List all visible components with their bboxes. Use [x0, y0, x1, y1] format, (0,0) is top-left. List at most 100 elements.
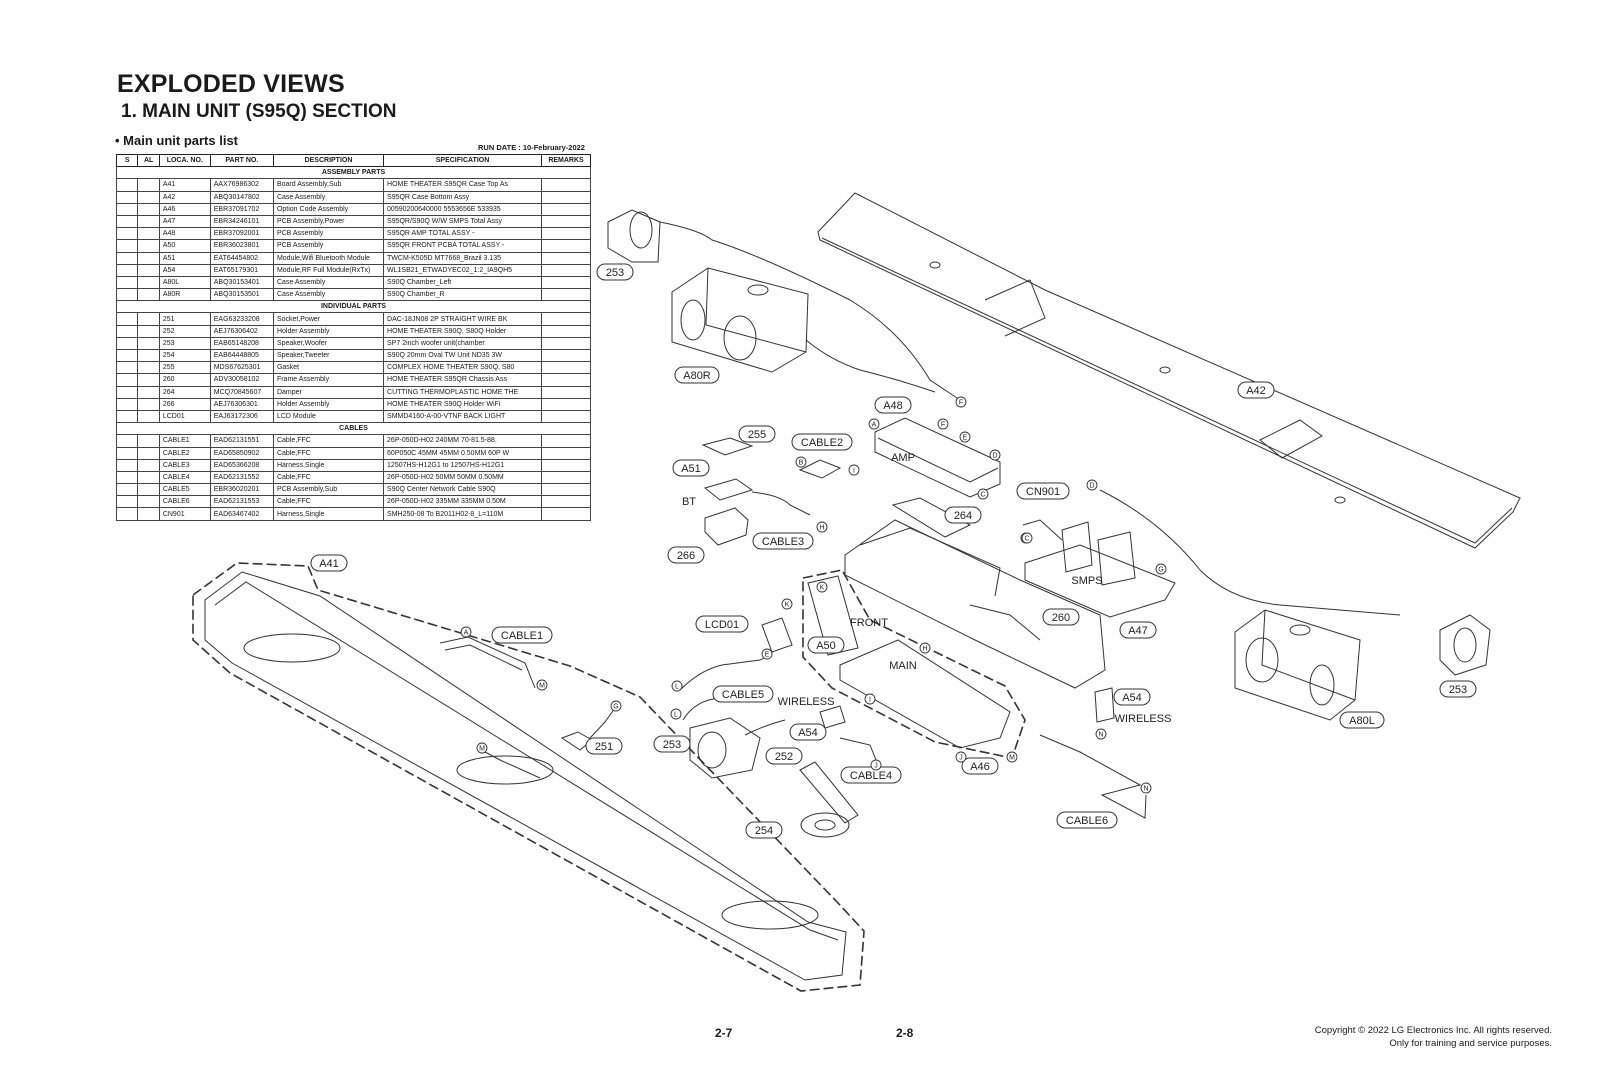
a42-case-outline: [817, 192, 1521, 549]
callout-cable3: CABLE3: [752, 532, 814, 550]
callout-255: 255: [738, 425, 776, 443]
callout-a50: A50: [807, 636, 845, 654]
damper-264: [891, 497, 972, 538]
callout-bubble: [1339, 711, 1385, 729]
connector-circle: [1155, 563, 1167, 575]
page-number-right: 2-8: [896, 1026, 914, 1040]
connector-d: D: [1086, 479, 1098, 491]
a41-case-body: [204, 571, 847, 981]
board-label-main: MAIN: [889, 660, 917, 672]
connector-letter: I: [853, 468, 855, 475]
connector-letter: M: [479, 746, 485, 753]
callout-bubble: [1056, 811, 1118, 829]
a80r-chamber-edge: [705, 267, 807, 353]
callout-bubble: [752, 532, 814, 550]
a80l-chamber: [1234, 609, 1361, 721]
frame-260: [844, 519, 1106, 689]
connector-circle: [1086, 479, 1098, 491]
cell-description: Harness,Single: [272, 507, 385, 521]
connector-letter: E: [765, 652, 770, 659]
frame-260-rail: [859, 527, 1001, 597]
callout-266: 266: [667, 546, 705, 564]
connector-circle: [870, 759, 882, 771]
callout-bubble: [944, 506, 982, 524]
connector-k: K: [816, 581, 828, 593]
connector-h: H: [816, 521, 828, 533]
callout-bubble: [1439, 680, 1477, 698]
socket-251-wire: [589, 707, 616, 739]
connector-letter: L: [674, 712, 678, 719]
callout-251: 251: [585, 737, 623, 755]
callout-label: 266: [677, 550, 695, 562]
tweeter-254: [800, 812, 850, 838]
callout-bubble: [585, 737, 623, 755]
callout-bubble: [1113, 688, 1151, 706]
callout-a42: A42: [1237, 381, 1275, 399]
smps-heatsink-2: [1097, 531, 1136, 586]
a80r-driver-right: [723, 315, 757, 361]
connector-letter: N: [1143, 786, 1148, 793]
cn901-harness: [1022, 519, 1063, 541]
callout-label: CABLE3: [762, 536, 804, 548]
connector-circle: [1140, 782, 1152, 794]
connector-circle: [955, 751, 967, 763]
callout-bubble: [1042, 608, 1080, 626]
connector-circle: [955, 396, 967, 408]
callout-label: 253: [606, 267, 624, 279]
connector-e: E: [761, 648, 773, 660]
connector-letter: A: [872, 422, 877, 429]
callout-a41: A41: [310, 554, 348, 572]
connector-letter: F: [941, 422, 945, 429]
callout-cable4: CABLE4: [840, 766, 902, 784]
callout-bubble: [789, 723, 827, 741]
callout-label: A54: [798, 727, 818, 739]
a80r-chamber: [671, 267, 809, 373]
a42-screw-hole-2: [1159, 366, 1171, 374]
connector-letter: M: [1009, 755, 1015, 762]
connector-circle: [868, 418, 880, 430]
connector-circle: [476, 742, 488, 754]
connector-circle: [795, 456, 807, 468]
callout-253: 253: [653, 735, 691, 753]
callout-label: 260: [1052, 612, 1070, 624]
connector-letter: M: [539, 683, 545, 690]
a42-case-handle: [1259, 419, 1323, 459]
connector-n: N: [1140, 782, 1152, 794]
connector-b: B: [795, 456, 807, 468]
callout-bubble: [1237, 381, 1275, 399]
connector-circle: [460, 626, 472, 638]
diagram-linework: [192, 192, 1521, 992]
a80r-driver-left: [680, 299, 706, 341]
connector-f: F: [955, 396, 967, 408]
callout-label: 255: [748, 429, 766, 441]
connector-m: M: [476, 742, 488, 754]
connector-circle: [816, 521, 828, 533]
connector-c: C: [977, 488, 989, 500]
connector-d: D: [989, 449, 1001, 461]
callout-bubble: [765, 747, 803, 765]
speaker-wire-top: [659, 221, 961, 401]
a41-case-outline: [192, 562, 865, 992]
cable4-ribbon: [839, 737, 879, 766]
page-number-left: 2-7: [715, 1026, 733, 1040]
callout-label: A51: [681, 463, 701, 475]
speaker-253-lower-cone: [697, 731, 727, 769]
cell-remarks: [541, 507, 591, 521]
parts-table: S AL LOCA. NO. PART NO. DESCRIPTION SPEC…: [115, 153, 591, 521]
callout-bubble: [672, 459, 710, 477]
callout-label: CABLE4: [850, 770, 892, 782]
callout-bubble: [653, 735, 691, 753]
board-label-bt: BT: [682, 496, 696, 508]
callout-cable2: CABLE2: [791, 433, 853, 451]
connector-letter: B: [799, 460, 804, 467]
callout-bubble: [596, 263, 634, 281]
callout-label: A41: [319, 558, 339, 570]
callout-bubble: [695, 615, 749, 633]
smps-heatsink-1: [1061, 521, 1093, 573]
a50-front-board: [807, 575, 859, 656]
